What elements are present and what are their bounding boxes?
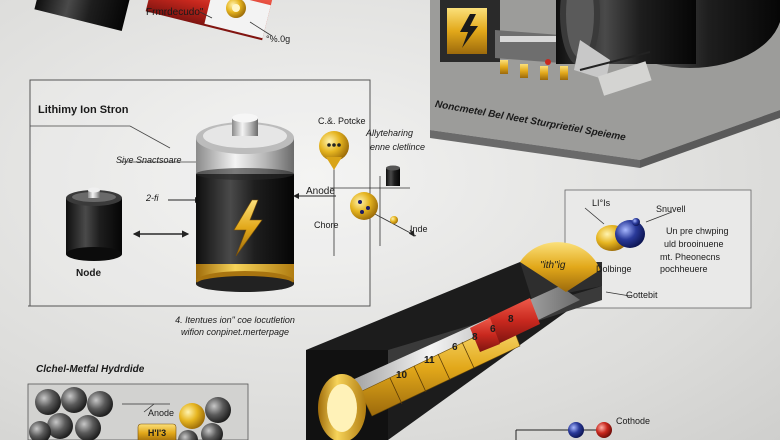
cell-number: 6 [490, 324, 496, 335]
right-label-4: uld brooinuene [664, 239, 724, 249]
cap-label: "ith"ig [540, 260, 566, 271]
right-label-3: Un pre chwping [666, 226, 729, 236]
top-left-battery [34, 0, 273, 41]
nimh-anode-label: Anode [148, 408, 175, 418]
cell-number: 11 [424, 355, 435, 366]
left-cell-label: Node [76, 268, 101, 279]
c-label: C.&. Potcke [318, 116, 366, 126]
caption-line1: 4. Itentues ion" coe locutletion [175, 315, 295, 325]
exchange-arrow [132, 197, 201, 238]
molecule-cluster [319, 131, 417, 256]
sub-label: Siye Snactsoare [116, 155, 182, 165]
chore-label: Chore [314, 220, 339, 230]
right-label-7: pochheuere [660, 264, 708, 274]
right-label-2: Snuvell [656, 204, 686, 214]
nimh-title: Clchel-Metfal Hydrdide [36, 364, 145, 375]
cathode-label: Cothode [616, 416, 651, 426]
arrow-label: 2-fi [146, 193, 159, 203]
charging-label: Allyteharing [366, 128, 414, 138]
cell-number: 8 [472, 332, 478, 343]
cell-number: 6 [452, 342, 458, 353]
cathode-molecule [515, 422, 612, 440]
top-left-sub: °%.0g [266, 34, 291, 44]
panel-title: Lithimy Ion Stron [38, 104, 129, 116]
right-label-6: Dolbinge [596, 264, 632, 274]
nimh-badge: H'I'3 [147, 428, 167, 438]
caption-line2: wifion conpinet.merterpage [180, 327, 290, 337]
cell-number: 10 [396, 370, 408, 381]
right-label-5: mt. Pheonecns [660, 252, 721, 262]
anode-label: Anode [306, 186, 335, 197]
gate-label: Gottebit [626, 290, 658, 300]
cutaway-cell [306, 242, 631, 440]
cell-number: 8 [508, 314, 514, 325]
charging-sub: enne cletlince [370, 142, 426, 152]
right-label-1: LI°Is [592, 198, 611, 208]
top-left-label: Frmrdecudo" [146, 7, 204, 18]
central-battery [196, 113, 294, 292]
top-right-machine [430, 0, 780, 168]
left-small-cell [66, 187, 122, 261]
nimh-box [27, 383, 249, 440]
inde-label: Inde [410, 224, 428, 234]
